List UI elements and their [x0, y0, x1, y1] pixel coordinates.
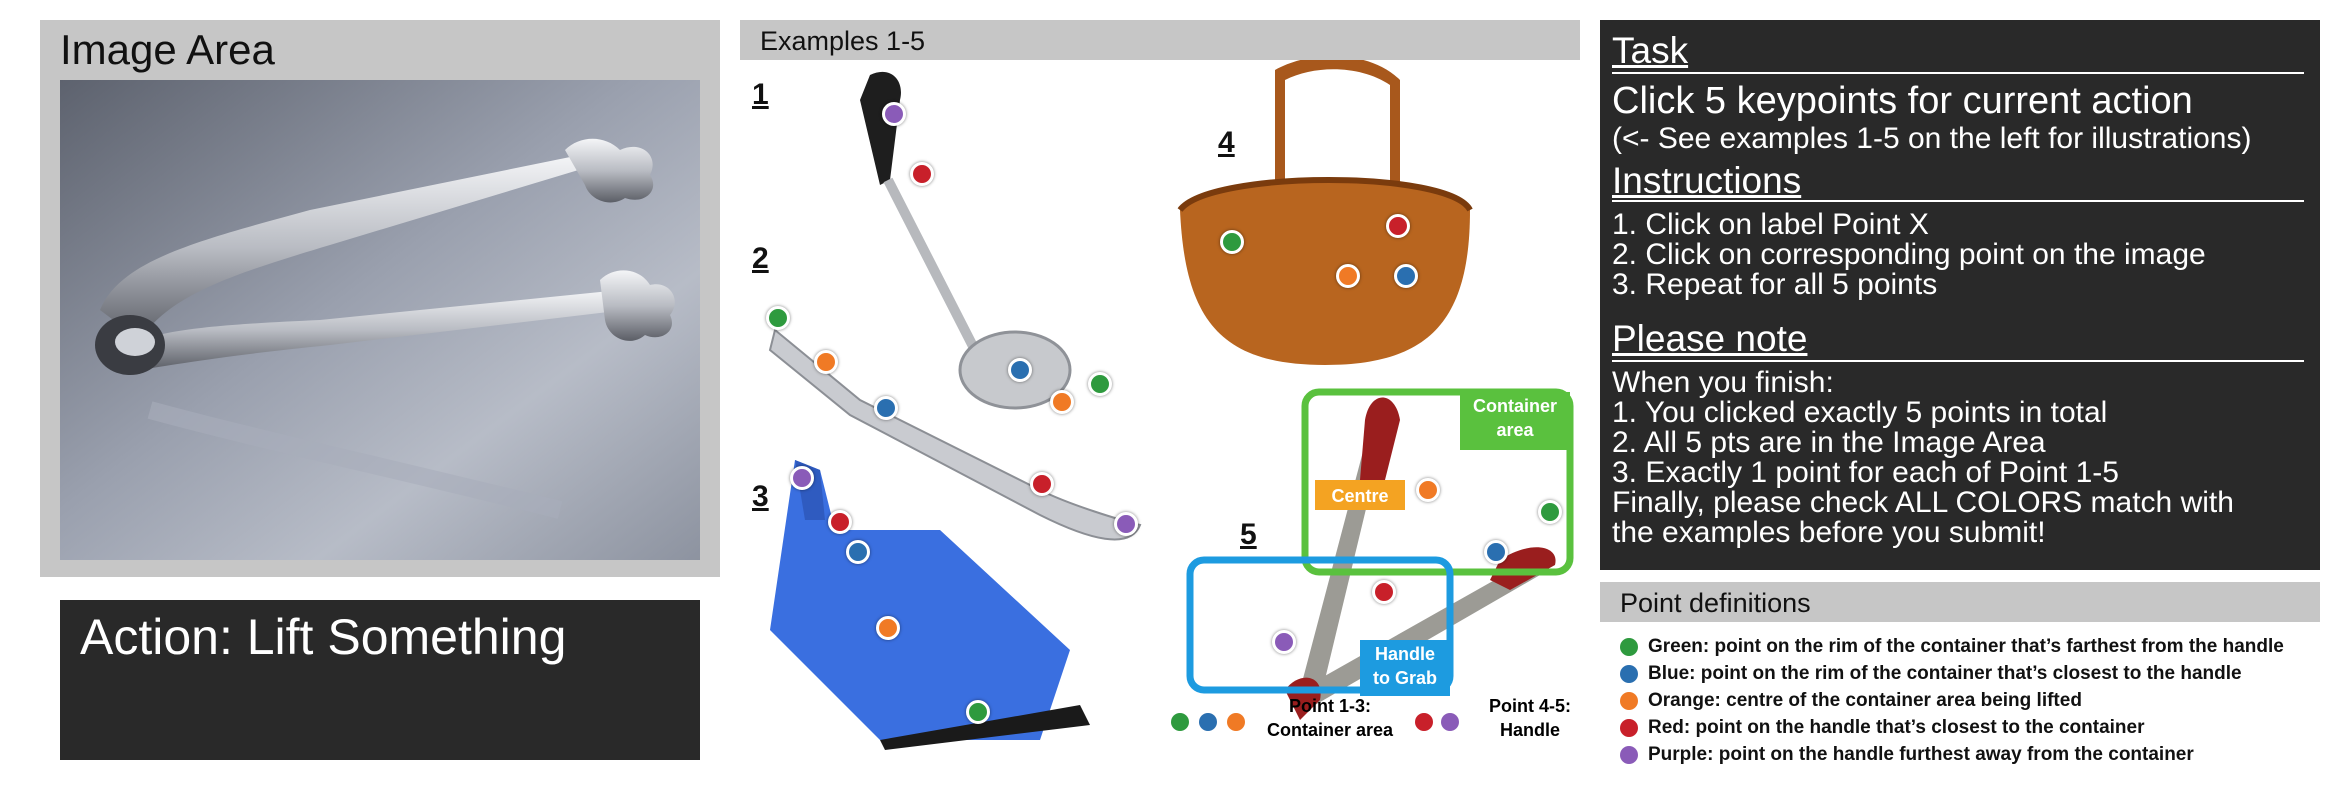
note-line-5: Finally, please check ALL COLORS match w…	[1612, 486, 2234, 519]
example-4-green-dot	[1220, 230, 1244, 254]
task-sub-line: (<- See examples 1-5 on the left for ill…	[1612, 122, 2252, 155]
example-2-purple-dot	[1114, 512, 1138, 536]
action-box: Action: Lift Something	[60, 600, 700, 760]
example-5-green-dot	[1538, 500, 1562, 524]
example-5-purple-dot	[1272, 630, 1296, 654]
example-2-blue-dot	[874, 396, 898, 420]
container-area-text: Container	[1473, 396, 1557, 416]
definition-green-text: Green: point on the rim of the container…	[1648, 636, 2284, 657]
definition-red: Red: point on the handle that’s closest …	[1620, 717, 2145, 739]
svg-text:to Grab: to Grab	[1373, 668, 1437, 688]
definition-blue: Blue: point on the rim of the container …	[1620, 663, 2242, 685]
legend-handle-text: Point 4-5:	[1489, 696, 1571, 716]
example-2-orange-dot	[814, 350, 838, 374]
instruction-step-1: 1. Click on label Point X	[1612, 208, 1929, 241]
legend-container-text: Point 1-3:	[1289, 696, 1371, 716]
note-line-2: 1. You clicked exactly 5 points in total	[1612, 396, 2108, 429]
task-main-line: Click 5 keypoints for current action	[1612, 80, 2193, 122]
definition-red-text: Red: point on the handle that’s closest …	[1648, 717, 2145, 738]
example-1-orange-dot	[1050, 390, 1074, 414]
blue-dot-icon	[1620, 665, 1638, 683]
purple-dot-icon	[1620, 746, 1638, 764]
example-1-label: 1	[752, 78, 769, 111]
example-5-orange-dot	[1416, 478, 1440, 502]
instructions-divider	[1612, 200, 2304, 202]
point-definitions-title: Point definitions	[1620, 588, 1811, 618]
instruction-step-3: 3. Repeat for all 5 points	[1612, 268, 1938, 301]
definition-purple: Purple: point on the handle furthest awa…	[1620, 744, 2194, 766]
note-line-6: the examples before you submit!	[1612, 516, 2046, 549]
task-heading: Task	[1612, 30, 1689, 71]
tongs-photo[interactable]	[60, 80, 700, 560]
example-2-red-dot	[1030, 472, 1054, 496]
handle-to-grab-text: Handle	[1375, 644, 1435, 664]
orange-dot-icon	[1620, 692, 1638, 710]
svg-text:Container area: Container area	[1267, 720, 1394, 740]
example-2-label: 2	[752, 242, 769, 275]
example-1-green-dot	[1088, 372, 1112, 396]
centre-label: Centre	[1331, 486, 1388, 506]
example-4-label: 4	[1218, 126, 1235, 159]
red-dot-icon	[1620, 719, 1638, 737]
note-line-1: When you finish:	[1612, 366, 1834, 399]
example-3-green-dot	[966, 700, 990, 724]
example-3-blue-dot	[846, 540, 870, 564]
example-2-green-dot	[766, 306, 790, 330]
svg-text:area: area	[1496, 420, 1534, 440]
example-3-purple-dot	[790, 466, 814, 490]
definition-blue-text: Blue: point on the rim of the container …	[1648, 663, 2242, 684]
definition-purple-text: Purple: point on the handle furthest awa…	[1648, 744, 2194, 765]
example-5-blue-dot	[1484, 540, 1508, 564]
example-5-red-dot	[1372, 580, 1396, 604]
instruction-step-2: 2. Click on corresponding point on the i…	[1612, 238, 2206, 271]
definition-orange: Orange: centre of the container area bei…	[1620, 690, 2082, 712]
example-4-blue-dot	[1394, 264, 1418, 288]
example-5-label: 5	[1240, 518, 1257, 551]
definition-green: Green: point on the rim of the container…	[1620, 636, 2284, 658]
instructions-heading: Instructions	[1612, 160, 1802, 201]
task-divider	[1612, 72, 2304, 74]
examples-drawings: Container area Centre Handle to Grab Poi…	[768, 60, 1574, 750]
example-1-red-dot	[910, 162, 934, 186]
note-line-4: 3. Exactly 1 point for each of Point 1-5	[1612, 456, 2119, 489]
image-area-title: Image Area	[60, 26, 275, 73]
example-1-blue-dot	[1008, 358, 1032, 382]
definition-orange-text: Orange: centre of the container area bei…	[1648, 690, 2082, 711]
example-1-purple-dot	[882, 102, 906, 126]
svg-text:Handle: Handle	[1500, 720, 1560, 740]
green-dot-icon	[1620, 638, 1638, 656]
example-3-orange-dot	[876, 616, 900, 640]
image-area-panel: Image Area	[40, 20, 720, 577]
examples-illustration: 1 2 3 4 5 Container area Centre Handle	[740, 60, 1580, 750]
note-line-3: 2. All 5 pts are in the Image Area	[1612, 426, 2046, 459]
note-heading: Please note	[1612, 318, 1808, 359]
point-definitions-header: Point definitions	[1600, 582, 2320, 622]
example-4-red-dot	[1386, 214, 1410, 238]
note-divider	[1612, 360, 2304, 362]
examples-title: Examples 1-5	[760, 26, 926, 56]
example-3-label: 3	[752, 480, 769, 513]
action-label: Action: Lift Something	[80, 609, 567, 665]
example-4-orange-dot	[1336, 264, 1360, 288]
image-canvas[interactable]	[60, 80, 700, 560]
task-panel: Task Click 5 keypoints for current actio…	[1600, 20, 2320, 570]
examples-header: Examples 1-5	[740, 20, 1580, 60]
example-3-red-dot	[828, 510, 852, 534]
